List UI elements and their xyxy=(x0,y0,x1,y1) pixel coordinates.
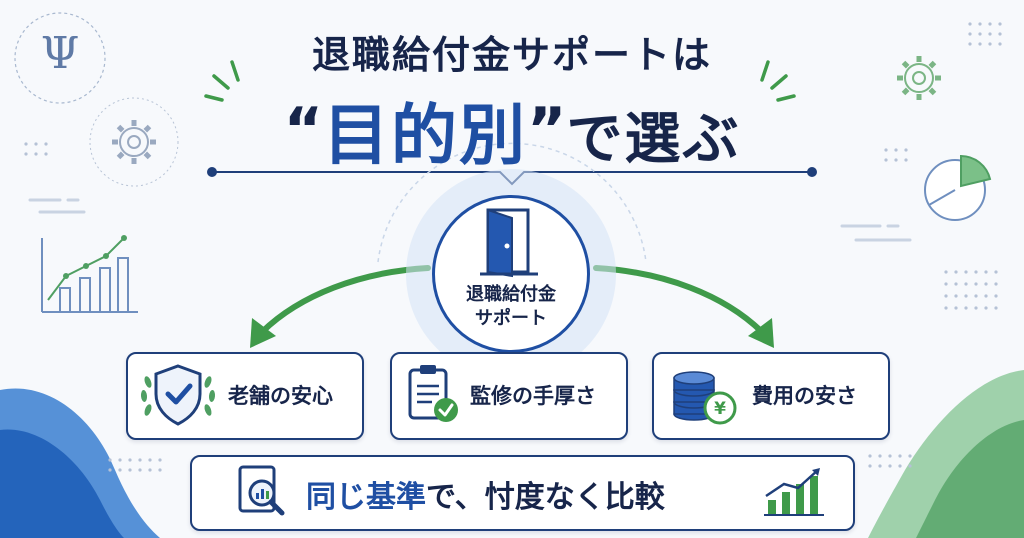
clipboard-check-icon xyxy=(408,365,458,422)
feature-label-supervision: 監修の手厚さ xyxy=(470,384,596,408)
gear-icon-right xyxy=(897,56,941,100)
psi-glyph: Ψ xyxy=(40,28,80,79)
title-line-2: “目的別”で選ぶ xyxy=(0,82,1024,178)
pie-chart-icon xyxy=(924,154,992,221)
sparkle-marks xyxy=(204,60,796,102)
comparison-highlight: 同じ基準 xyxy=(306,480,426,515)
center-label: 退職給付金 サポート xyxy=(432,283,590,331)
gear-icon-left xyxy=(112,120,156,164)
dot-grid-decorations xyxy=(24,22,1002,472)
title-line-1: 退職給付金サポートは xyxy=(311,33,712,77)
open-quote: “ xyxy=(283,95,323,165)
svg-text:¥: ¥ xyxy=(714,399,726,419)
feature-label-trust: 老舗の安心 xyxy=(228,384,333,408)
center-label-line-1: 退職給付金 xyxy=(466,284,556,305)
open-door-icon xyxy=(480,208,538,278)
dash-decorations xyxy=(28,198,912,242)
feature-label-cost: 費用の安さ xyxy=(752,384,857,408)
comparison-text: 同じ基準で、忖度なく比較 xyxy=(306,472,665,516)
psi-circle-decoration xyxy=(14,12,106,104)
green-arrow-right xyxy=(593,265,765,335)
magnifier-document-icon xyxy=(238,465,285,516)
comparison-rest: で、忖度なく比較 xyxy=(426,480,665,515)
title-emphasis: 目的別 xyxy=(323,97,527,174)
title-divider xyxy=(207,167,817,186)
comparison-banner xyxy=(190,455,855,531)
close-quote: ” xyxy=(527,95,567,165)
title-rest: で選ぶ xyxy=(566,107,741,172)
shield-check-icon xyxy=(140,364,216,426)
growth-bar-chart-icon xyxy=(764,468,824,516)
green-arrow-left xyxy=(259,265,431,335)
yen-coins-icon: ¥ xyxy=(673,371,737,425)
center-label-line-2: サポート xyxy=(475,308,547,329)
growth-chart-icon-left xyxy=(41,235,138,313)
